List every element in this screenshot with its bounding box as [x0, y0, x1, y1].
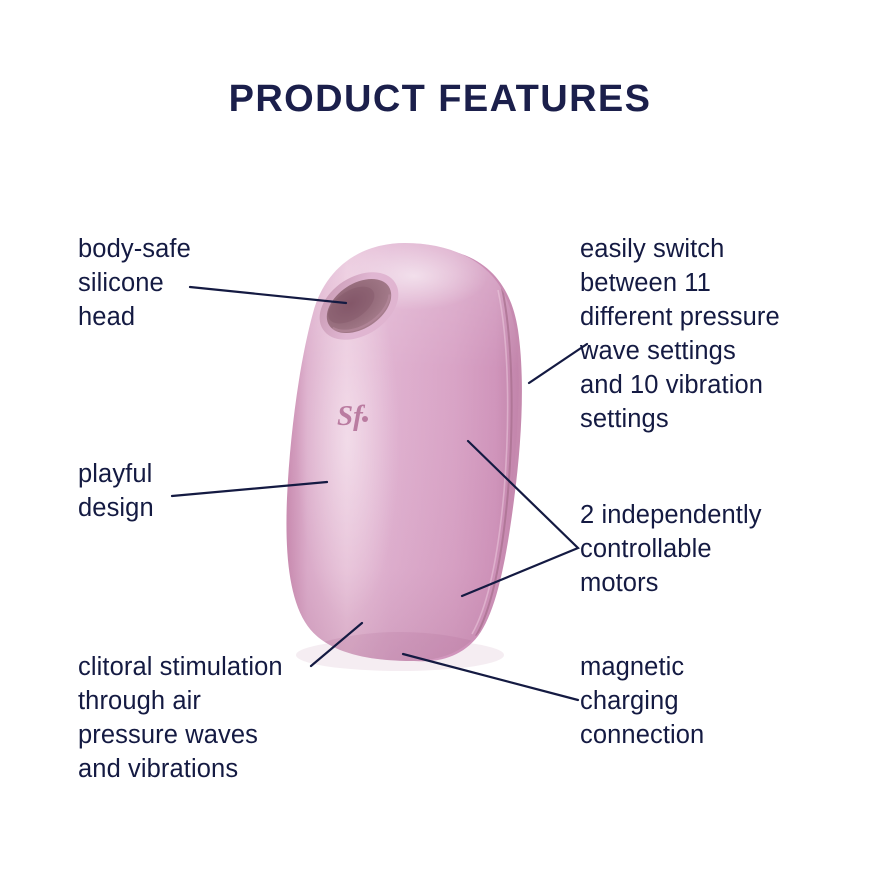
feature-label-playful-design: playful design [78, 460, 154, 522]
page-title: PRODUCT FEATURES [228, 78, 652, 120]
satisfyer-logo: Sf [337, 400, 368, 432]
feature-label-silicone-head: body-safe silicone head [78, 235, 191, 331]
feature-label-controllable-motors: 2 independently controllable motors [580, 501, 762, 597]
feature-label-clitoral-stimulation: clitoral stimulation through air pressur… [78, 653, 283, 783]
feature-label-pressure-wave-settings: easily switch between 11 different press… [580, 235, 780, 433]
logo-text: Sf [337, 400, 366, 432]
feature-label-magnetic-charging: magnetic charging connection [580, 653, 705, 749]
